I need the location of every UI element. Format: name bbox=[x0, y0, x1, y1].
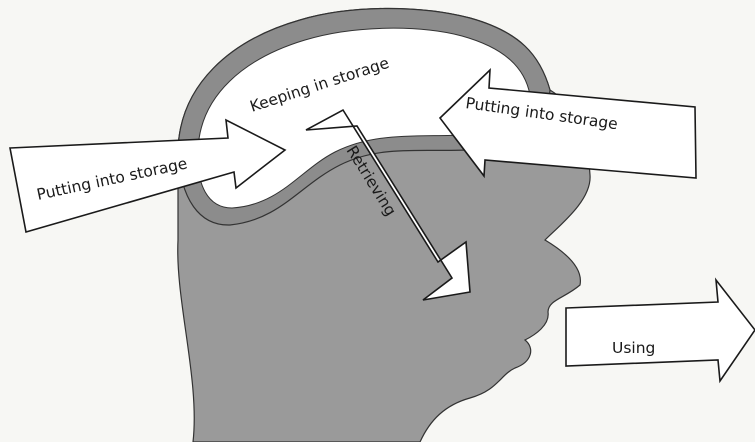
label-using: Using bbox=[612, 339, 655, 357]
arrow-using: Using bbox=[566, 280, 755, 381]
arrow-putting-into-storage-right: Putting into storage bbox=[440, 70, 696, 178]
